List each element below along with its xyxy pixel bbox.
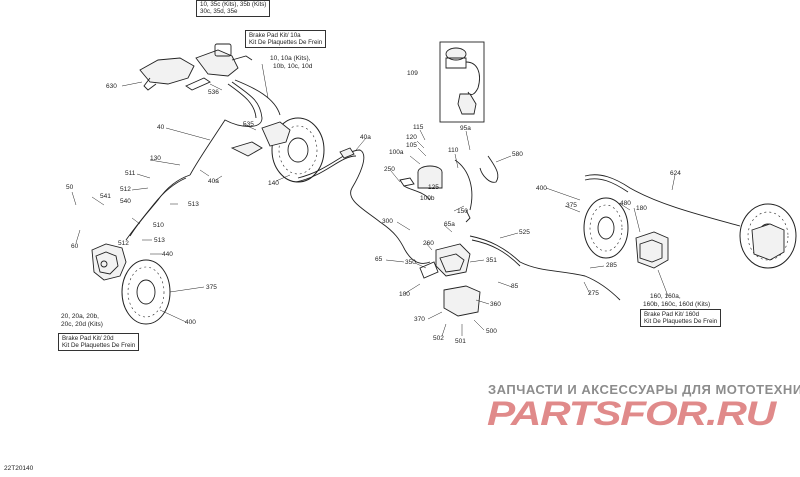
brake-pad-kit-160d-box: Brake Pad Kit/ 160d Kit De Plaquettes De… [640,309,722,327]
brake-pad-kit-10a-box: Brake Pad Kit/ 10a Kit De Plaquettes De … [245,30,327,48]
leader-lines [71,63,676,337]
callout-501: 501 [455,338,466,345]
left-brake-disc [121,259,171,325]
callout-375: 375 [206,284,217,291]
rear-right-disc [739,203,797,269]
callout-512-lower: 512 [118,240,129,247]
brake-line-center [295,147,406,251]
box-line: Kit De Plaquettes De Frein [249,39,323,46]
callout-65a: 65a [444,221,455,228]
callout-160-kits-2: 160b, 160c, 160d (Kits) [643,301,711,308]
callout-351: 351 [486,257,497,264]
callout-10-kits-1: 10, 10a (Kits), [270,55,311,62]
center-caliper [404,243,481,317]
kits-box-line-1: 10, 35c (Kits), 35b (Kits) [200,1,267,8]
callout-180: 180 [636,205,647,212]
callout-350: 350 [405,259,416,266]
callout-160-kits-1: 160, 160a, [650,293,681,300]
callout-100: 100 [399,291,410,298]
callout-480: 480 [620,200,631,207]
svg-text:PARTSFOR.RU: PARTSFOR.RU [487,396,777,430]
callout-60: 60 [71,243,79,250]
kits-box-top: 10, 35c (Kits), 35b (Kits) 30c, 35d, 35e [196,0,271,17]
handlebar-master-cylinder [139,43,253,91]
callout-65: 65 [375,256,383,263]
callout-95a: 95a [460,125,471,132]
box-line: Kit De Plaquettes De Frein [62,342,136,349]
callout-109: 109 [407,70,418,77]
callout-85: 85 [511,283,519,290]
callout-100a: 100a [389,149,404,156]
callout-40: 40 [157,124,165,131]
callout-100b: 100b [420,195,435,202]
callout-275: 275 [588,290,599,297]
figure-id: 22T20140 [4,465,34,472]
callout-260: 260 [423,240,434,247]
left-caliper [91,243,127,281]
callout-536: 536 [208,89,219,96]
callout-624: 624 [670,170,681,177]
callout-511: 511 [125,170,136,177]
callout-513-upper: 513 [188,201,199,208]
brake-pad-kit-20d-box: Brake Pad Kit/ 20d Kit De Plaquettes De … [58,333,140,351]
watermark-logo: PARTSFOR.RU [487,396,777,430]
callout-10-kits-2: 10b, 10c, 10d [273,63,313,70]
callout-510: 510 [153,222,164,229]
callout-150: 150 [457,208,468,215]
watermark-tagline: ЗАПЧАСТИ И АКСЕССУАРЫ ДЛЯ МОТОТЕХНИКИ [488,382,800,397]
box-line: Brake Pad Kit/ 160d [644,311,700,318]
box-line: Brake Pad Kit/ 20d [62,335,114,342]
callout-541: 541 [100,193,111,200]
center-master-cylinder [399,155,499,223]
callout-375-right: 375 [566,202,577,209]
callout-400: 400 [185,319,196,326]
callout-20-kits-1: 20, 20a, 20b, [61,313,99,320]
callout-285: 285 [606,262,617,269]
callout-370: 370 [414,316,425,323]
callout-250: 250 [384,166,395,173]
callout-40a-left: 40a [208,178,219,185]
kits-box-line-2: 30c, 35d, 35e [200,8,238,15]
callout-300: 300 [382,218,393,225]
callout-115: 115 [413,124,424,131]
callout-140: 140 [268,180,279,187]
callout-400-right: 400 [536,185,547,192]
callout-40a-center: 40a [360,134,371,141]
box-line: Brake Pad Kit/ 10a [249,32,301,39]
center-front-disc [230,117,325,183]
callout-630: 630 [106,83,117,90]
callout-513-lower: 513 [154,237,165,244]
callout-110: 110 [448,147,459,154]
callout-502: 502 [433,335,444,342]
callout-125: 125 [428,184,439,191]
callout-360: 360 [490,301,501,308]
callout-580: 580 [512,151,523,158]
callout-525: 525 [519,229,530,236]
callout-130: 130 [150,155,161,162]
brake-line-right [469,174,741,301]
brake-line-left [125,79,281,241]
callout-50: 50 [66,184,74,191]
callout-535: 535 [243,121,254,128]
callout-512: 512 [120,186,131,193]
reservoir-detail [439,41,485,123]
rear-left-disc [583,197,669,269]
callout-440: 440 [162,251,173,258]
callout-540: 540 [120,198,131,205]
callout-500: 500 [486,328,497,335]
callout-105: 105 [406,142,417,149]
callout-20-kits-2: 20c, 20d (Kits) [61,321,103,328]
box-line: Kit De Plaquettes De Frein [644,318,718,325]
callout-120: 120 [406,134,417,141]
